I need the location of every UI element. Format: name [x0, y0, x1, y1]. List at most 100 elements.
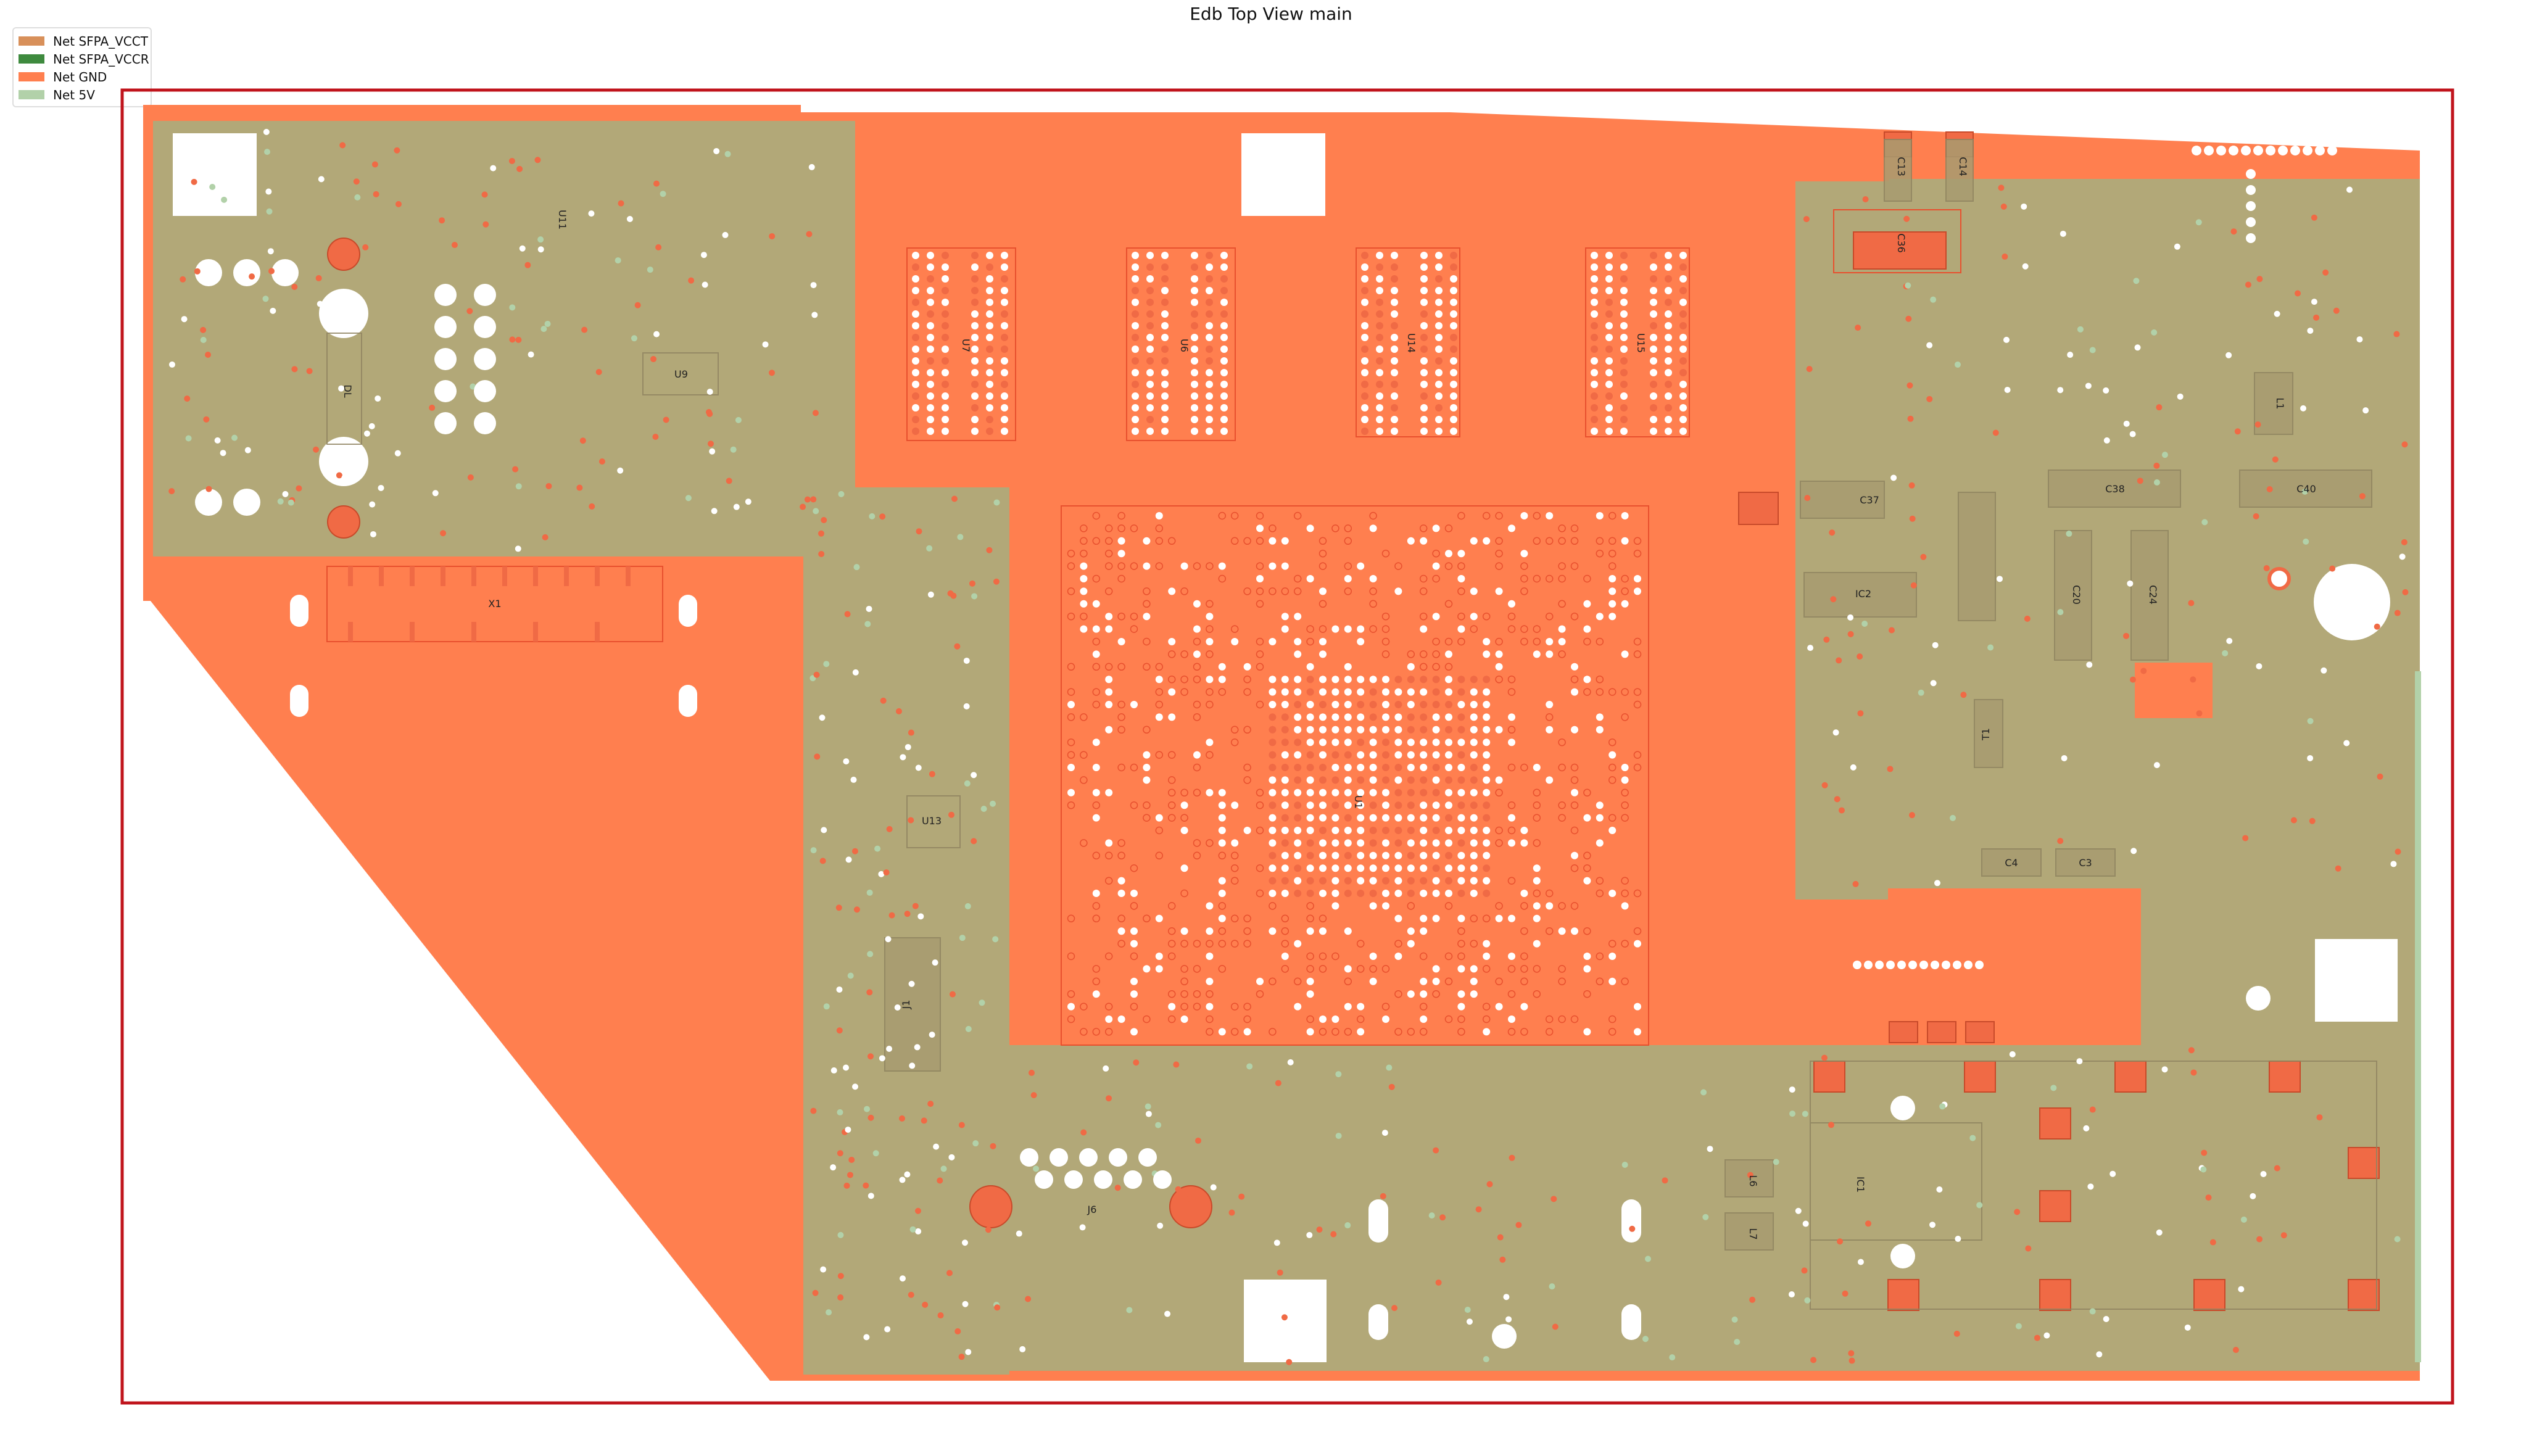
via: [768, 370, 775, 376]
via: [2137, 478, 2143, 484]
via: [942, 392, 949, 400]
via: [395, 201, 402, 207]
via: [942, 310, 949, 318]
x1-pins: [348, 566, 631, 642]
pin: [379, 566, 384, 586]
outline-u6: [1126, 247, 1236, 441]
via: [1092, 788, 1100, 796]
via: [1394, 814, 1402, 822]
via: [1369, 524, 1377, 532]
via: [812, 410, 819, 416]
via: [1146, 322, 1154, 329]
via: [1380, 1193, 1386, 1199]
mounting-hole: [1890, 1096, 1915, 1120]
pin: [533, 566, 538, 586]
via: [1558, 650, 1566, 658]
via: [1281, 827, 1289, 834]
via: [341, 474, 348, 481]
via: [1161, 404, 1169, 412]
via: [1939, 1103, 1946, 1110]
via: [986, 392, 993, 400]
via: [589, 503, 595, 510]
via: [1470, 726, 1478, 734]
via: [867, 1193, 874, 1199]
via: [1855, 325, 1861, 331]
via: [1445, 726, 1452, 734]
via: [1361, 416, 1368, 423]
via: [1650, 299, 1657, 306]
via: [1934, 880, 1940, 887]
via: [1306, 776, 1314, 784]
via: [2307, 755, 2314, 761]
via: [1168, 713, 1176, 721]
via: [1130, 1003, 1138, 1011]
via: [1161, 357, 1169, 365]
via: [929, 771, 935, 777]
via: [249, 273, 255, 280]
via: [1269, 701, 1277, 708]
via: [1583, 965, 1591, 973]
via: [2401, 441, 2408, 448]
via: [1114, 1185, 1121, 1191]
via: [2174, 243, 2180, 250]
via: [1633, 927, 1642, 935]
via: [1391, 345, 1398, 353]
via: [1420, 345, 1428, 353]
via: [1420, 334, 1428, 341]
via: [1273, 1239, 1280, 1246]
via: [1381, 1130, 1388, 1136]
via: [1275, 1080, 1281, 1086]
via: [1357, 625, 1365, 633]
via: [836, 986, 843, 993]
via: [1206, 738, 1214, 747]
via: [927, 591, 934, 598]
via: [1256, 826, 1264, 835]
via: [1117, 890, 1125, 897]
via: [1344, 562, 1352, 570]
via: [1457, 776, 1465, 784]
body-c38: [2048, 469, 2181, 508]
via: [1394, 990, 1402, 998]
via: [1457, 890, 1465, 897]
via: [1591, 252, 1598, 259]
via: [1167, 776, 1176, 784]
via: [1407, 902, 1415, 910]
via: [1520, 562, 1528, 570]
via: [1432, 637, 1440, 646]
via: [1558, 902, 1566, 910]
label-u6: U6: [1178, 339, 1190, 352]
via: [267, 248, 274, 255]
via: [1243, 537, 1251, 545]
via: [540, 326, 547, 333]
via: [184, 395, 191, 402]
via: [927, 381, 934, 388]
via: [368, 423, 375, 429]
via: [1206, 940, 1214, 948]
legend-swatch-gnd: [19, 72, 44, 81]
via: [1420, 357, 1428, 365]
via: [1206, 788, 1214, 796]
via: [971, 287, 979, 294]
via: [2266, 146, 2275, 155]
via: [957, 534, 964, 540]
via: [1457, 562, 1465, 570]
via: [1621, 902, 1629, 910]
via: [1507, 826, 1516, 835]
via: [986, 381, 993, 388]
via: [900, 754, 906, 761]
via: [1361, 263, 1368, 271]
via: [1230, 738, 1239, 747]
via: [1294, 688, 1302, 696]
via: [1620, 310, 1628, 318]
via: [1344, 1003, 1352, 1011]
via: [1316, 1226, 1323, 1233]
via: [1650, 310, 1657, 318]
via: [1420, 310, 1428, 318]
via: [954, 643, 961, 650]
via: [942, 287, 949, 294]
via: [2307, 328, 2314, 334]
via: [1570, 537, 1579, 545]
via: [948, 1154, 955, 1160]
via: [971, 345, 979, 353]
via: [1206, 977, 1214, 985]
